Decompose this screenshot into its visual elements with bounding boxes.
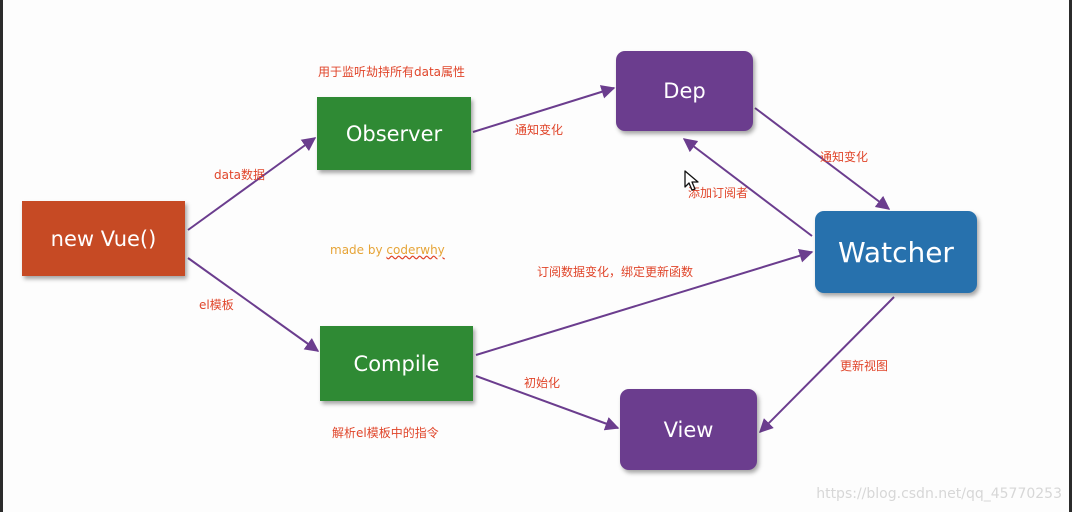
mouse-pointer-icon — [684, 170, 700, 196]
right-frame-edge — [1069, 0, 1072, 512]
arrow-dep-to-watcher — [754, 107, 891, 210]
notify-watcher-edge-label: 通知变化 — [820, 150, 869, 164]
source-watermark: https://blog.csdn.net/qq_45770253 — [816, 486, 1062, 502]
dep-node: Dep — [616, 51, 753, 131]
subscribe-edge-label: 订阅数据变化，绑定更新函数 — [537, 265, 694, 279]
compile-node: Compile — [320, 326, 473, 401]
view-label: View — [663, 417, 714, 442]
observer-node: Observer — [317, 97, 471, 170]
add-subscriber-edge-label: 添加订阅者 — [688, 186, 749, 200]
data-edge-label: data数据 — [214, 168, 266, 182]
arrow-watcher-to-view — [759, 296, 895, 433]
arrow-compile-to-view — [475, 375, 620, 431]
watcher-node: Watcher — [815, 211, 977, 293]
init-edge-label: 初始化 — [524, 376, 561, 390]
notify-dep-edge-label: 通知变化 — [515, 123, 564, 137]
new-vue-node: new Vue() — [22, 201, 185, 276]
observer-description: 用于监听劫持所有data属性 — [318, 65, 466, 79]
arrow-observer-to-dep — [472, 85, 616, 133]
compile-description: 解析el模板中的指令 — [332, 426, 439, 440]
arrow-watcher-to-dep — [682, 138, 813, 237]
made-by-prefix: made by — [330, 243, 387, 257]
made-by-author: coderwhy — [386, 243, 445, 257]
compile-label: Compile — [353, 351, 440, 376]
arrow-vue-to-observer — [187, 137, 317, 231]
observer-label: Observer — [345, 121, 443, 146]
new-vue-label: new Vue() — [50, 226, 157, 251]
el-edge-label: el模板 — [199, 298, 234, 312]
made-by-credit: made by coderwhy — [330, 243, 445, 257]
arrow-vue-to-compile — [187, 257, 320, 352]
watcher-label: Watcher — [838, 235, 954, 269]
update-view-edge-label: 更新视图 — [840, 359, 889, 373]
dep-label: Dep — [663, 79, 706, 103]
left-frame-edge — [0, 0, 3, 512]
arrow-compile-to-watcher — [475, 249, 814, 356]
view-node: View — [620, 389, 757, 470]
